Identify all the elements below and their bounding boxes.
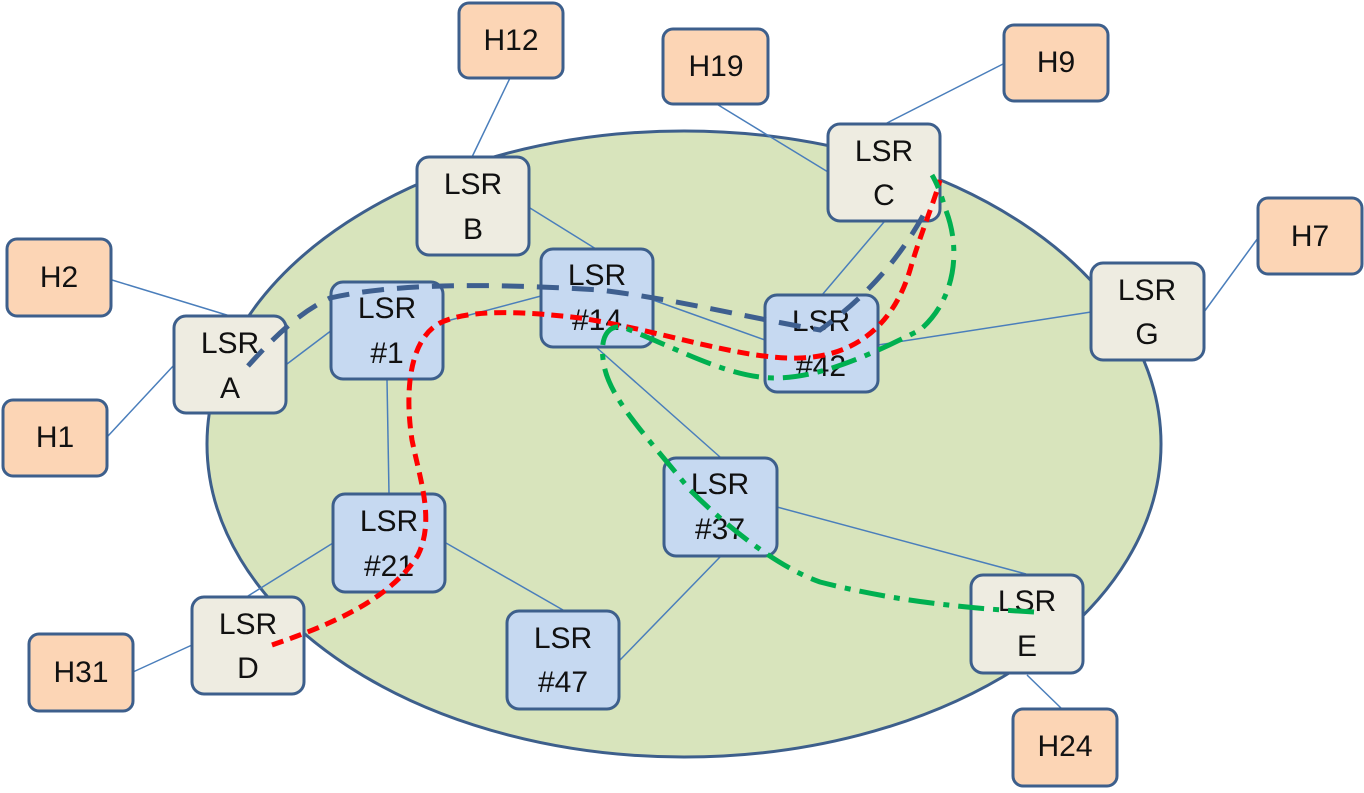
host-h2[interactable]: H2	[5, 237, 113, 318]
host-h7-label: H7	[1291, 220, 1329, 253]
link-lsr-a-1	[286, 329, 333, 365]
host-h31-label: H31	[53, 656, 108, 689]
lsp-red-dotted	[271, 179, 943, 648]
link-lsr-c-42	[821, 221, 885, 296]
host-h19[interactable]: H19	[661, 27, 770, 106]
lsr-b-line2: B	[463, 213, 483, 246]
link-lsr-37-e	[776, 506, 1027, 575]
host-h31[interactable]: H31	[27, 632, 135, 713]
host-h12-label: H12	[483, 24, 538, 57]
lsr-d-line1: LSR	[219, 608, 277, 641]
lsr-b-line1: LSR	[444, 168, 502, 201]
link-h31-lsr-d	[132, 644, 193, 673]
link-h2-lsr-a	[111, 279, 231, 317]
lsp-green-dashdot	[600, 173, 1035, 615]
host-h24-label: H24	[1037, 730, 1092, 763]
host-h12[interactable]: H12	[457, 1, 565, 80]
link-h24-lsr-e	[1026, 674, 1063, 710]
lsr-21-line1: LSR	[360, 505, 418, 538]
host-h9-label: H9	[1037, 46, 1075, 79]
host-h9[interactable]: H9	[1002, 23, 1110, 103]
lsr-c[interactable]: LSR C	[826, 122, 942, 223]
lsr-e-line2: E	[1017, 630, 1037, 663]
lsr-47[interactable]: LSR #47	[505, 609, 621, 711]
link-h12-lsr-b	[471, 77, 511, 158]
lsr-c-line1: LSR	[855, 135, 913, 168]
link-h7-lsr-g	[1203, 237, 1259, 313]
link-lsr-37-47	[619, 556, 721, 661]
lsr-47-line1: LSR	[534, 622, 592, 655]
lsr-42[interactable]: LSR #42	[763, 293, 880, 394]
links	[107, 63, 1259, 710]
lsp-blue-dashed	[246, 210, 928, 368]
host-h1-label: H1	[36, 421, 74, 454]
link-h9-lsr-c	[884, 63, 1004, 125]
host-h7[interactable]: H7	[1256, 196, 1364, 276]
lsr-g-line1: LSR	[1118, 274, 1176, 307]
lsr-14[interactable]: LSR #14	[539, 247, 655, 349]
link-h19-lsr-c	[714, 102, 829, 173]
lsr-c-line2: C	[873, 179, 895, 212]
lsr-1[interactable]: LSR #1	[329, 280, 445, 381]
link-lsr-b-14	[529, 207, 597, 250]
lsr-21[interactable]: LSR #21	[331, 492, 447, 594]
link-lsr-14-37	[596, 347, 721, 458]
link-h1-lsr-a	[107, 363, 176, 437]
lsr-1-line1: LSR	[358, 292, 416, 325]
lsr-a[interactable]: LSR A	[172, 314, 288, 415]
lsr-21-line2: #21	[364, 550, 414, 583]
link-lsr-14-42	[652, 299, 766, 341]
host-h24[interactable]: H24	[1011, 707, 1119, 788]
host-h2-label: H2	[40, 261, 78, 294]
lsr-e[interactable]: LSR E	[969, 573, 1085, 675]
link-lsr-1-21	[386, 379, 390, 495]
lsr-37-line1: LSR	[691, 468, 749, 501]
lsr-d-line2: D	[237, 652, 259, 685]
lsr-g[interactable]: LSR G	[1089, 261, 1206, 362]
host-h1[interactable]: H1	[1, 398, 109, 478]
lsr-42-line1: LSR	[792, 305, 850, 338]
lsr-b[interactable]: LSR B	[415, 155, 531, 257]
link-lsr-42-g	[877, 311, 1092, 346]
link-lsr-21-d	[247, 542, 334, 597]
lsr-d[interactable]: LSR D	[190, 595, 306, 696]
lsr-37[interactable]: LSR #37	[662, 456, 779, 558]
link-lsr-21-47	[445, 542, 564, 611]
lsr-1-line2: #1	[370, 337, 403, 370]
lsr-a-line1: LSR	[201, 327, 259, 360]
lsr-g-line2: G	[1135, 318, 1158, 351]
lsr-a-line2: A	[220, 372, 240, 405]
lsr-47-line2: #47	[538, 666, 588, 699]
host-h19-label: H19	[688, 50, 743, 83]
